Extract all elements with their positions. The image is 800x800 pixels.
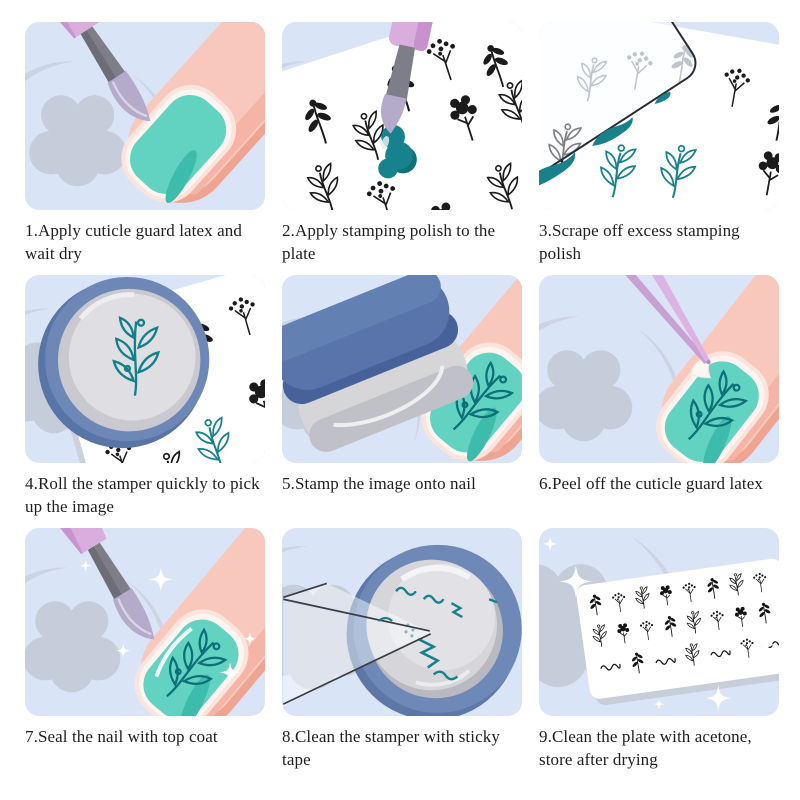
sticky-tape bbox=[282, 582, 432, 707]
illustration-step-7 bbox=[25, 528, 265, 716]
polish-brush-icon bbox=[381, 22, 454, 134]
step-caption: 7.Seal the nail with top coat bbox=[25, 727, 218, 746]
step-card-5: 5.Stamp the image onto nail bbox=[282, 275, 522, 528]
stamper-top-view bbox=[346, 544, 522, 716]
tweezers-icon bbox=[625, 275, 711, 365]
polish-residue bbox=[395, 586, 498, 681]
illustration-step-8 bbox=[282, 528, 522, 716]
step-card-3: 3.Scrape off excess stamping polish bbox=[539, 22, 779, 275]
finger-with-sealed-nail bbox=[114, 528, 265, 716]
step-card-7: 7.Seal the nail with top coat bbox=[25, 528, 265, 781]
step-card-4: 4.Roll the stamper quickly to pick up th… bbox=[25, 275, 265, 528]
illustration-step-4 bbox=[25, 275, 265, 463]
step-caption: 5.Stamp the image onto nail bbox=[282, 474, 476, 493]
polish-blob bbox=[378, 124, 417, 179]
illustration-step-1 bbox=[25, 22, 265, 210]
step-card-2: 2.Apply stamping polish to the plate bbox=[282, 22, 522, 275]
instruction-grid: 1.Apply cuticle guard latex and wait dry bbox=[25, 22, 779, 781]
step-caption: 9.Clean the plate with acetone, store af… bbox=[539, 727, 752, 769]
step-card-6: 6.Peel off the cuticle guard latex bbox=[539, 275, 779, 528]
illustration-step-9 bbox=[539, 528, 779, 716]
stamper-side-view bbox=[282, 275, 474, 453]
step-card-9: 9.Clean the plate with acetone, store af… bbox=[539, 528, 779, 781]
illustration-step-2 bbox=[282, 22, 522, 210]
stamping-plate bbox=[282, 22, 522, 210]
step-caption: 4.Roll the stamper quickly to pick up th… bbox=[25, 474, 260, 516]
step-caption: 1.Apply cuticle guard latex and wait dry bbox=[25, 221, 242, 263]
stamping-plate bbox=[576, 558, 779, 705]
stamper-top-view bbox=[38, 276, 210, 449]
step-caption: 2.Apply stamping polish to the plate bbox=[282, 221, 496, 263]
illustration-step-5 bbox=[282, 275, 522, 463]
illustration-step-3 bbox=[539, 22, 779, 210]
stamping-plate bbox=[539, 22, 779, 210]
scraper-card bbox=[539, 22, 697, 210]
step-caption: 8.Clean the stamper with sticky tape bbox=[282, 727, 500, 769]
step-caption: 3.Scrape off excess stamping polish bbox=[539, 221, 740, 263]
step-caption: 6.Peel off the cuticle guard latex bbox=[539, 474, 764, 493]
finger-with-latex bbox=[101, 22, 265, 210]
illustration-step-6 bbox=[539, 275, 779, 463]
step-card-8: 8.Clean the stamper with sticky tape bbox=[282, 528, 522, 781]
polish-smear bbox=[539, 91, 671, 191]
step-card-1: 1.Apply cuticle guard latex and wait dry bbox=[25, 22, 265, 275]
